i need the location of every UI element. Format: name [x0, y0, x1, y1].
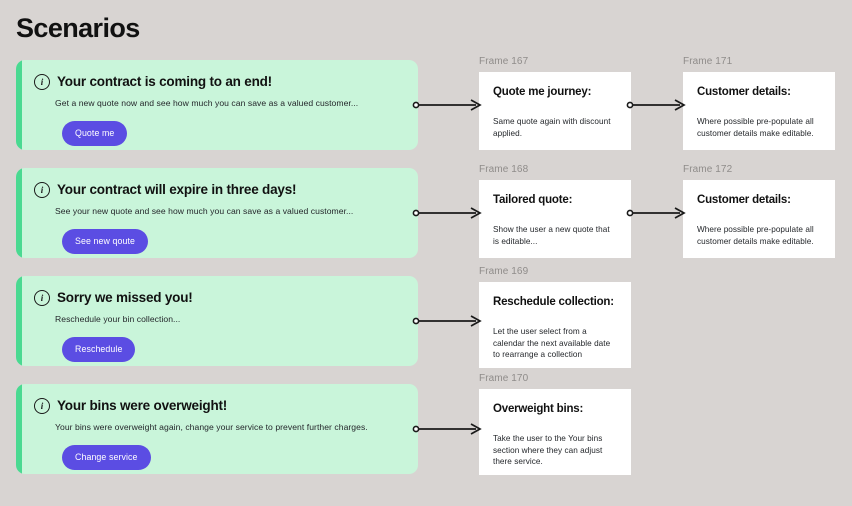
scenario-title: Your contract will expire in three days!: [57, 182, 297, 197]
scenario-header: i Your contract is coming to an end!: [34, 74, 402, 90]
frame-group: Frame 171 Customer details: Where possib…: [683, 56, 835, 150]
frame-card[interactable]: Customer details: Where possible pre-pop…: [683, 180, 835, 258]
connector-arrow: [412, 99, 482, 111]
frame-title: Reschedule collection:: [493, 296, 614, 308]
frame-title: Customer details:: [697, 194, 791, 206]
info-icon: i: [34, 74, 50, 90]
scenario-action-button[interactable]: Change service: [62, 445, 151, 470]
frame-title: Overweight bins:: [493, 403, 584, 415]
frame-label: Frame 169: [479, 266, 529, 277]
frame-body: Where possible pre-populate all customer…: [697, 225, 814, 246]
scenario-header: i Sorry we missed you!: [34, 290, 402, 306]
scenario-accent-bar: [16, 276, 22, 366]
scenario-card[interactable]: i Sorry we missed you! Reschedule your b…: [16, 276, 418, 366]
frame-card[interactable]: Quote me journey: Same quote again with …: [479, 72, 631, 150]
scenario-description: See your new quote and see how much you …: [55, 206, 354, 216]
scenario-description: Your bins were overweight again, change …: [55, 422, 368, 432]
info-icon: i: [34, 182, 50, 198]
frame-body: Same quote again with discount applied.: [493, 117, 611, 138]
frame-body: Show the user a new quote that is editab…: [493, 225, 610, 246]
frame-group: Frame 169 Reschedule collection: Let the…: [479, 266, 631, 368]
connector-arrow: [412, 423, 482, 435]
connector-arrow: [626, 99, 686, 111]
scenario-card[interactable]: i Your contract is coming to an end! Get…: [16, 60, 418, 150]
connector-arrow: [412, 315, 482, 327]
frame-label: Frame 168: [479, 164, 529, 175]
frame-card[interactable]: Reschedule collection: Let the user sele…: [479, 282, 631, 368]
frame-card[interactable]: Tailored quote: Show the user a new quot…: [479, 180, 631, 258]
scenario-title: Your bins were overweight!: [57, 398, 228, 413]
scenario-title: Sorry we missed you!: [57, 290, 193, 305]
frame-title: Quote me journey:: [493, 86, 592, 98]
frame-card[interactable]: Customer details: Where possible pre-pop…: [683, 72, 835, 150]
frame-group: Frame 167 Quote me journey: Same quote a…: [479, 56, 631, 150]
scenario-card[interactable]: i Your bins were overweight! Your bins w…: [16, 384, 418, 474]
scenario-action-button[interactable]: Reschedule: [62, 337, 136, 362]
frame-title: Customer details:: [697, 86, 791, 98]
scenario-card[interactable]: i Your contract will expire in three day…: [16, 168, 418, 258]
scenario-description: Reschedule your bin collection...: [55, 314, 181, 324]
scenario-header: i Your contract will expire in three day…: [34, 182, 402, 198]
scenario-accent-bar: [16, 60, 22, 150]
scenario-title: Your contract is coming to an end!: [57, 74, 272, 89]
frame-label: Frame 172: [683, 164, 733, 175]
frame-label: Frame 170: [479, 373, 529, 384]
connector-arrow: [626, 207, 686, 219]
info-icon: i: [34, 290, 50, 306]
scenario-accent-bar: [16, 384, 22, 474]
frame-group: Frame 168 Tailored quote: Show the user …: [479, 164, 631, 258]
frame-group: Frame 172 Customer details: Where possib…: [683, 164, 835, 258]
frame-label: Frame 167: [479, 56, 529, 67]
page-title: Scenarios: [16, 13, 140, 43]
frame-body: Take the user to the Your bins section w…: [493, 434, 603, 466]
frame-group: Frame 170 Overweight bins: Take the user…: [479, 373, 631, 475]
scenario-accent-bar: [16, 168, 22, 258]
scenario-header: i Your bins were overweight!: [34, 398, 402, 414]
scenario-action-button[interactable]: Quote me: [62, 121, 128, 146]
info-icon: i: [34, 398, 50, 414]
frame-body: Let the user select from a calendar the …: [493, 327, 611, 359]
frame-title: Tailored quote:: [493, 194, 573, 206]
scenario-description: Get a new quote now and see how much you…: [55, 98, 359, 108]
connector-arrow: [412, 207, 482, 219]
frame-body: Where possible pre-populate all customer…: [697, 117, 814, 138]
frame-card[interactable]: Overweight bins: Take the user to the Yo…: [479, 389, 631, 475]
scenario-action-button[interactable]: See new qoute: [62, 229, 148, 254]
frame-label: Frame 171: [683, 56, 733, 67]
